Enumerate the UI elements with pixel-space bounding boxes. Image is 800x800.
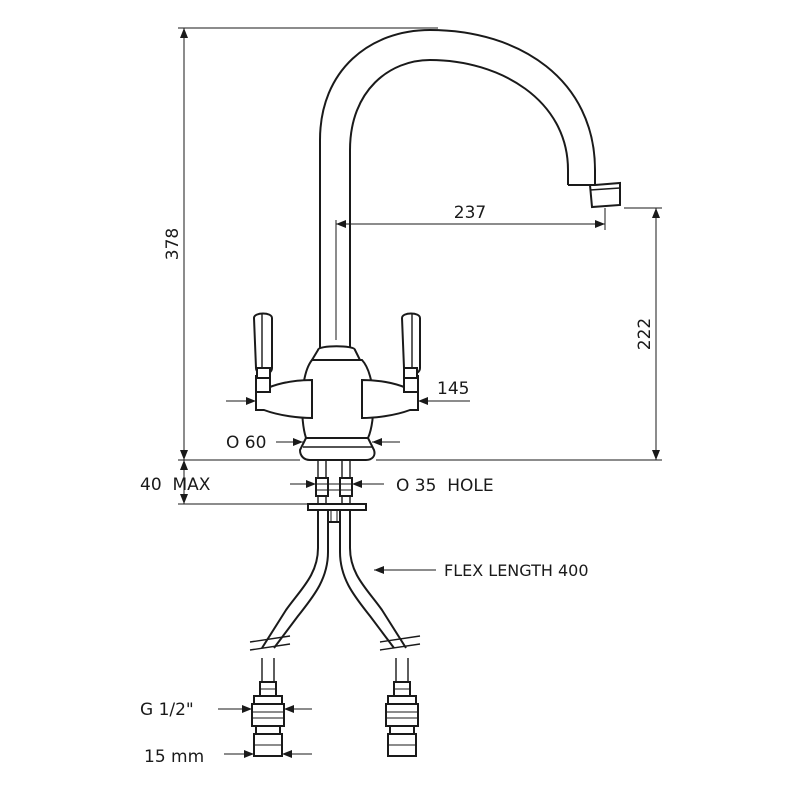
- backnut-plate: [307, 503, 367, 523]
- right-handle: [361, 312, 421, 420]
- hole-size-label: O 35 HOLE: [396, 476, 494, 496]
- mounting-shank: [315, 460, 353, 504]
- dim-spout-height: 222: [624, 207, 662, 460]
- pipe-diameter-label: 15 mm: [144, 747, 204, 767]
- flex-length-label: FLEX LENGTH 400: [444, 561, 589, 580]
- dim-thread: G 1/2": [140, 700, 312, 720]
- dim-handle-span: 145: [226, 379, 470, 405]
- dim-flex-length: FLEX LENGTH 400: [374, 561, 589, 580]
- dim-spout-reach: 237: [335, 203, 606, 340]
- dim-overall-height: 378: [163, 27, 438, 461]
- dim-deck-thickness: 40 MAX: [140, 460, 308, 505]
- dim-hole-size: O 35 HOLE: [290, 476, 494, 496]
- left-handle: [252, 312, 313, 420]
- spout-reach-label: 237: [454, 203, 486, 223]
- handle-span-label: 145: [437, 379, 469, 399]
- dim-base-diameter: O 60: [226, 433, 400, 453]
- base-diameter-label: O 60: [226, 433, 266, 453]
- spout: [319, 28, 621, 350]
- overall-height-label: 378: [163, 228, 183, 260]
- thread-label: G 1/2": [140, 700, 194, 720]
- dim-pipe-diameter: 15 mm: [144, 747, 312, 767]
- deck-thickness-label: 40 MAX: [140, 475, 211, 495]
- spout-height-label: 222: [635, 318, 655, 350]
- flexible-hoses: [249, 510, 421, 651]
- left-hose-end: [251, 658, 285, 757]
- right-hose-end: [385, 658, 419, 757]
